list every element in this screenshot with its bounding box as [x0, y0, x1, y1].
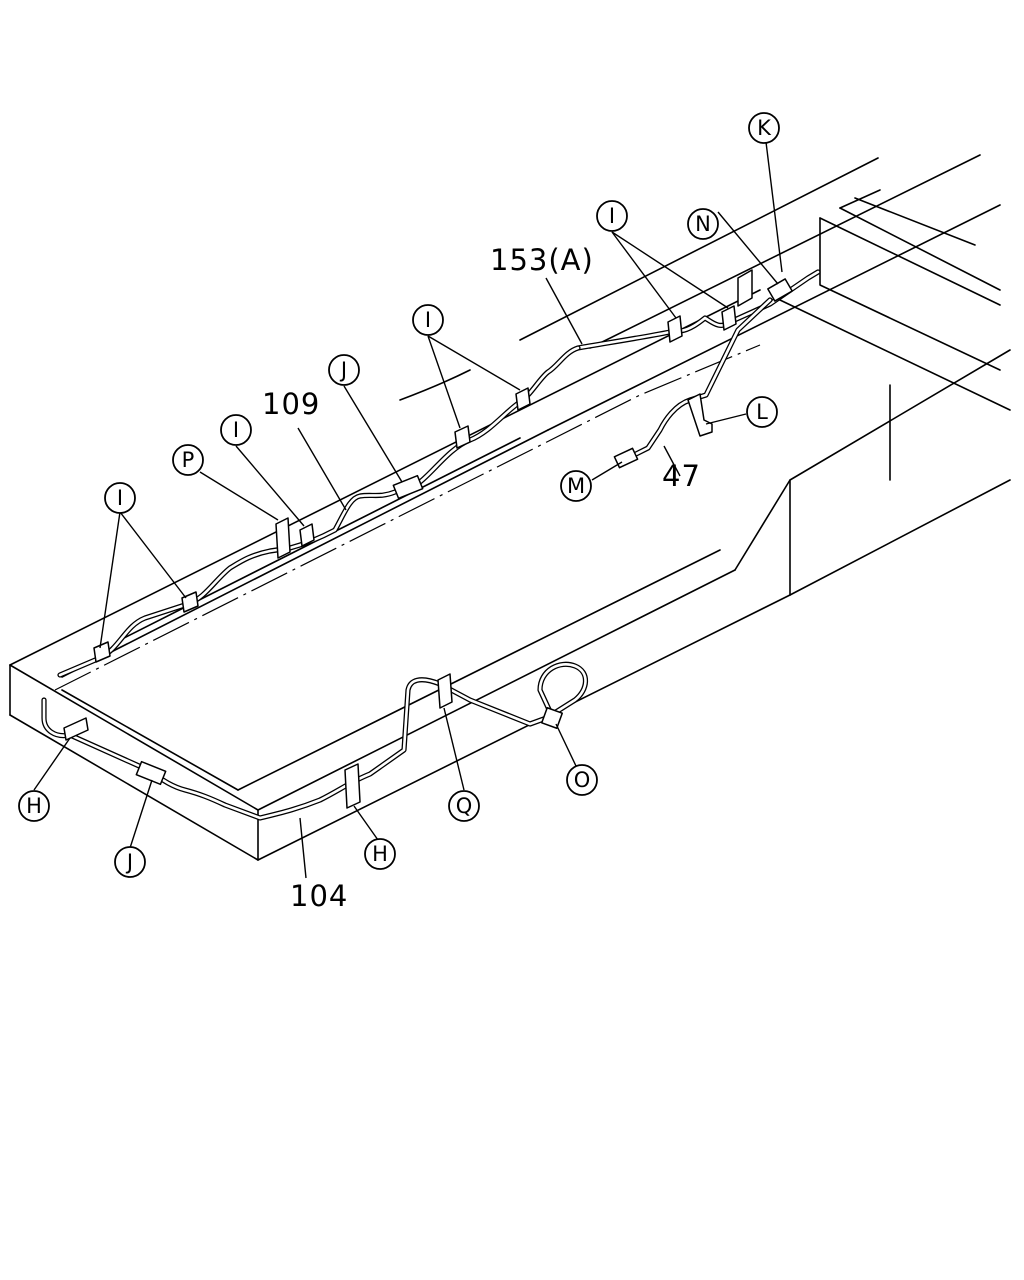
part-number-104: 104: [290, 879, 348, 913]
clip-h-mid: [344, 763, 361, 809]
part-number-109: 109: [262, 387, 320, 421]
callout-h-mid: H: [364, 838, 396, 870]
callout-p: P: [172, 444, 204, 476]
callout-i-right: I: [596, 200, 628, 232]
part-number-153a: 153(A): [490, 243, 594, 277]
clip-p: [275, 517, 291, 559]
callout-i-p: I: [220, 414, 252, 446]
svg-text:M: M: [567, 474, 585, 498]
fitting-n: [767, 278, 793, 302]
callout-m: M: [560, 470, 592, 502]
svg-text:H: H: [26, 794, 42, 818]
svg-text:I: I: [609, 204, 615, 228]
callout-i-left: I: [104, 482, 136, 514]
callout-n: N: [687, 208, 719, 240]
svg-text:I: I: [233, 418, 239, 442]
fitting-o: [540, 706, 564, 730]
joint-j-top: [392, 474, 424, 500]
clip-l: [687, 393, 713, 437]
svg-text:Q: Q: [456, 794, 473, 818]
part-number-47: 47: [662, 459, 701, 493]
clip-h-left: [63, 717, 89, 741]
callout-i-mid: I: [412, 304, 444, 336]
svg-text:H: H: [372, 842, 388, 866]
svg-text:I: I: [425, 308, 431, 332]
clips: [63, 269, 793, 809]
svg-text:K: K: [757, 116, 772, 140]
pipe-104: [41, 677, 555, 821]
svg-text:L: L: [756, 400, 768, 424]
svg-text:N: N: [695, 212, 711, 236]
svg-text:I: I: [117, 486, 123, 510]
clip-i-3: [299, 523, 315, 547]
callout-k: K: [748, 112, 780, 144]
pipe-loop-o: [537, 661, 589, 719]
callout-l: L: [746, 396, 778, 428]
svg-text:P: P: [182, 448, 195, 472]
callout-q: Q: [448, 790, 480, 822]
callout-j-top: J: [328, 354, 360, 386]
clip-i-7: [721, 305, 737, 331]
leader-lines: [33, 141, 783, 879]
callout-h-left: H: [18, 790, 50, 822]
clip-i-4: [454, 425, 471, 449]
clip-q: [437, 673, 453, 709]
clip-i-6: [667, 315, 683, 343]
clip-i-1: [93, 641, 111, 663]
svg-text:O: O: [574, 768, 591, 792]
svg-text:J: J: [125, 850, 133, 874]
svg-text:J: J: [339, 358, 347, 382]
clip-i-5: [515, 387, 531, 411]
callout-j-bottom: J: [114, 846, 146, 878]
callout-o: O: [566, 764, 598, 796]
fitting-k: [737, 269, 753, 307]
joint-j-bottom: [135, 760, 167, 786]
